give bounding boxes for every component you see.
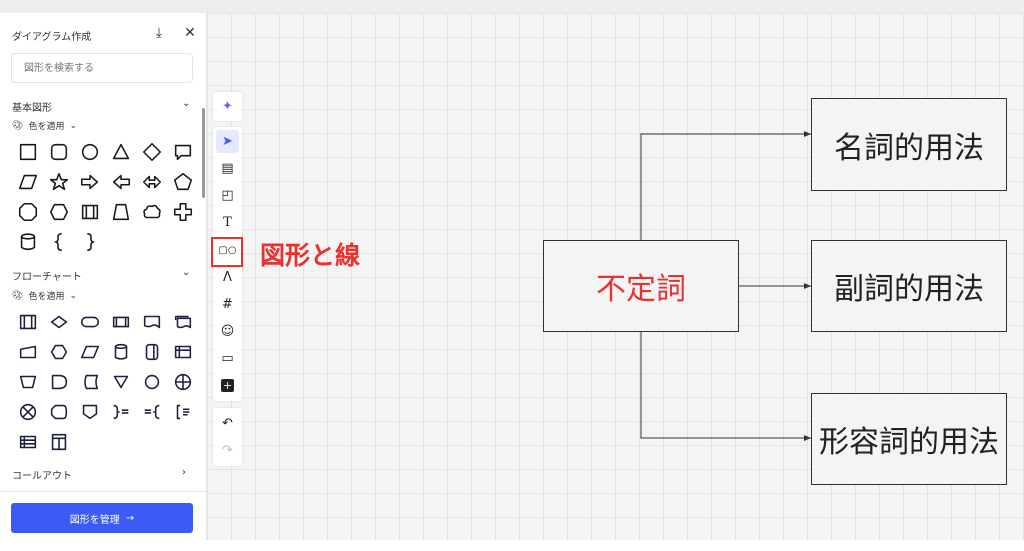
section-basic-shapes[interactable]: 基本図形 [12, 103, 52, 114]
child-node[interactable]: 名詞的用法 [811, 98, 1007, 191]
palette-icon: 🎨︎ [12, 290, 24, 301]
shapes-lines-icon[interactable]: ▢○ [218, 245, 237, 256]
pen-icon[interactable]: Λ [223, 270, 232, 285]
history-group: ↶ ↷ [213, 408, 242, 466]
footer-divider [0, 491, 207, 492]
undo-icon[interactable]: ↶ [222, 416, 233, 431]
flowchart-shapes-grid [12, 307, 198, 457]
connector-1 [640, 131, 811, 240]
speech-bubble-icon[interactable] [167, 137, 198, 167]
apply-color-button[interactable]: 🎨︎ 色を適用 ⌄ [12, 289, 77, 303]
manual-operation-icon[interactable] [12, 367, 43, 397]
circle-icon[interactable] [74, 137, 105, 167]
star-icon[interactable] [43, 167, 74, 197]
vertical-container-icon[interactable] [43, 427, 74, 457]
process-icon[interactable] [12, 307, 43, 337]
predefined-process-icon[interactable] [105, 307, 136, 337]
arrow-right-icon: → [125, 512, 135, 524]
pentagon-icon[interactable] [167, 167, 198, 197]
delay-icon[interactable] [43, 367, 74, 397]
internal-storage-icon[interactable] [167, 337, 198, 367]
connector-icon[interactable] [136, 367, 167, 397]
process-icon[interactable] [74, 197, 105, 227]
rounded-square-icon[interactable] [43, 137, 74, 167]
sparkle-icon[interactable]: ✦ [222, 99, 233, 114]
diamond-icon[interactable] [136, 137, 167, 167]
manage-shapes-label: 図形を管理 [69, 514, 120, 526]
sticky-note-icon[interactable]: ◰ [221, 188, 234, 203]
download-icon[interactable]: ⤓ [155, 25, 163, 41]
summing-junction-icon[interactable] [12, 397, 43, 427]
octagon-icon[interactable] [12, 197, 43, 227]
redo-icon[interactable]: ↷ [222, 443, 233, 458]
highlight-box [211, 237, 243, 267]
apply-color-label: 色を適用 [28, 292, 65, 302]
parallelogram-icon[interactable] [12, 167, 43, 197]
annotation-left-icon[interactable] [136, 397, 167, 427]
panel-title: ダイアグラム作成 [12, 32, 92, 43]
comment-icon[interactable]: ▭ [221, 351, 234, 366]
frame-icon[interactable]: # [222, 297, 233, 312]
connector-3 [640, 331, 811, 441]
annotation-right-icon[interactable] [105, 397, 136, 427]
main-toolbar: ➤ ▤ ◰ T ▢○ Λ # ☺ ▭ + [213, 127, 242, 401]
multi-document-icon[interactable] [167, 307, 198, 337]
decision-icon[interactable] [43, 307, 74, 337]
arrow-right-icon[interactable] [74, 167, 105, 197]
top-band [0, 0, 1024, 13]
manual-input-icon[interactable] [12, 337, 43, 367]
panel-scrollbar[interactable] [202, 108, 205, 198]
preparation-icon[interactable] [43, 337, 74, 367]
child-node[interactable]: 副詞的用法 [811, 240, 1007, 332]
chevron-down-icon[interactable]: ⌄ [182, 98, 191, 109]
manage-shapes-button[interactable]: 図形を管理 → [11, 503, 193, 533]
double-arrow-icon[interactable] [136, 167, 167, 197]
select-pointer-icon[interactable]: ➤ [216, 130, 239, 153]
root-node[interactable]: 不定詞 [543, 240, 739, 332]
or-icon[interactable] [167, 367, 198, 397]
arrow-left-icon[interactable] [105, 167, 136, 197]
cross-icon[interactable] [167, 197, 198, 227]
chevron-right-icon[interactable]: › [182, 467, 186, 478]
annotation-bracket-icon[interactable] [167, 397, 198, 427]
add-more-icon[interactable]: + [221, 379, 234, 392]
data-icon[interactable] [74, 337, 105, 367]
shape-search-input[interactable] [11, 53, 193, 83]
child-node[interactable]: 形容詞的用法 [811, 393, 1007, 485]
basic-shapes-grid [12, 137, 198, 257]
triangle-icon[interactable] [105, 137, 136, 167]
template-icon[interactable]: ▤ [221, 161, 234, 176]
text-icon[interactable]: T [223, 215, 232, 230]
diagram-panel: ダイアグラム作成 ⤓ ✕ 基本図形 ⌄ 🎨︎ 色を適用 ⌄ フローチャート ⌄ 🎨︎… [0, 13, 207, 540]
chevron-down-icon[interactable]: ⌄ [182, 267, 191, 278]
cylinder-icon[interactable] [12, 227, 43, 257]
direct-data-icon[interactable] [136, 337, 167, 367]
square-icon[interactable] [12, 137, 43, 167]
section-callout[interactable]: コールアウト [12, 471, 72, 482]
horizontal-container-icon[interactable] [12, 427, 43, 457]
trapezoid-icon[interactable] [105, 197, 136, 227]
palette-icon: 🎨︎ [12, 120, 24, 131]
hexagon-icon[interactable] [43, 197, 74, 227]
document-icon[interactable] [136, 307, 167, 337]
section-flowchart[interactable]: フローチャート [12, 272, 82, 283]
terminator-icon[interactable] [74, 307, 105, 337]
close-icon[interactable]: ✕ [184, 25, 196, 41]
apply-color-button[interactable]: 🎨︎ 色を適用 ⌄ [12, 119, 77, 133]
apply-color-label: 色を適用 [28, 122, 65, 132]
sticker-icon[interactable]: ☺ [220, 324, 235, 339]
database-icon[interactable] [105, 337, 136, 367]
brace-right-icon[interactable] [74, 227, 105, 257]
brace-left-icon[interactable] [43, 227, 74, 257]
display-icon[interactable] [43, 397, 74, 427]
off-page-icon[interactable] [74, 397, 105, 427]
ai-group: ✦ [213, 92, 242, 121]
merge-icon[interactable] [105, 367, 136, 397]
chevron-down-icon: ⌄ [69, 290, 77, 301]
stored-data-icon[interactable] [74, 367, 105, 397]
cloud-icon[interactable] [136, 197, 167, 227]
chevron-down-icon: ⌄ [69, 120, 77, 131]
callout-label: 図形と線 [260, 241, 361, 270]
